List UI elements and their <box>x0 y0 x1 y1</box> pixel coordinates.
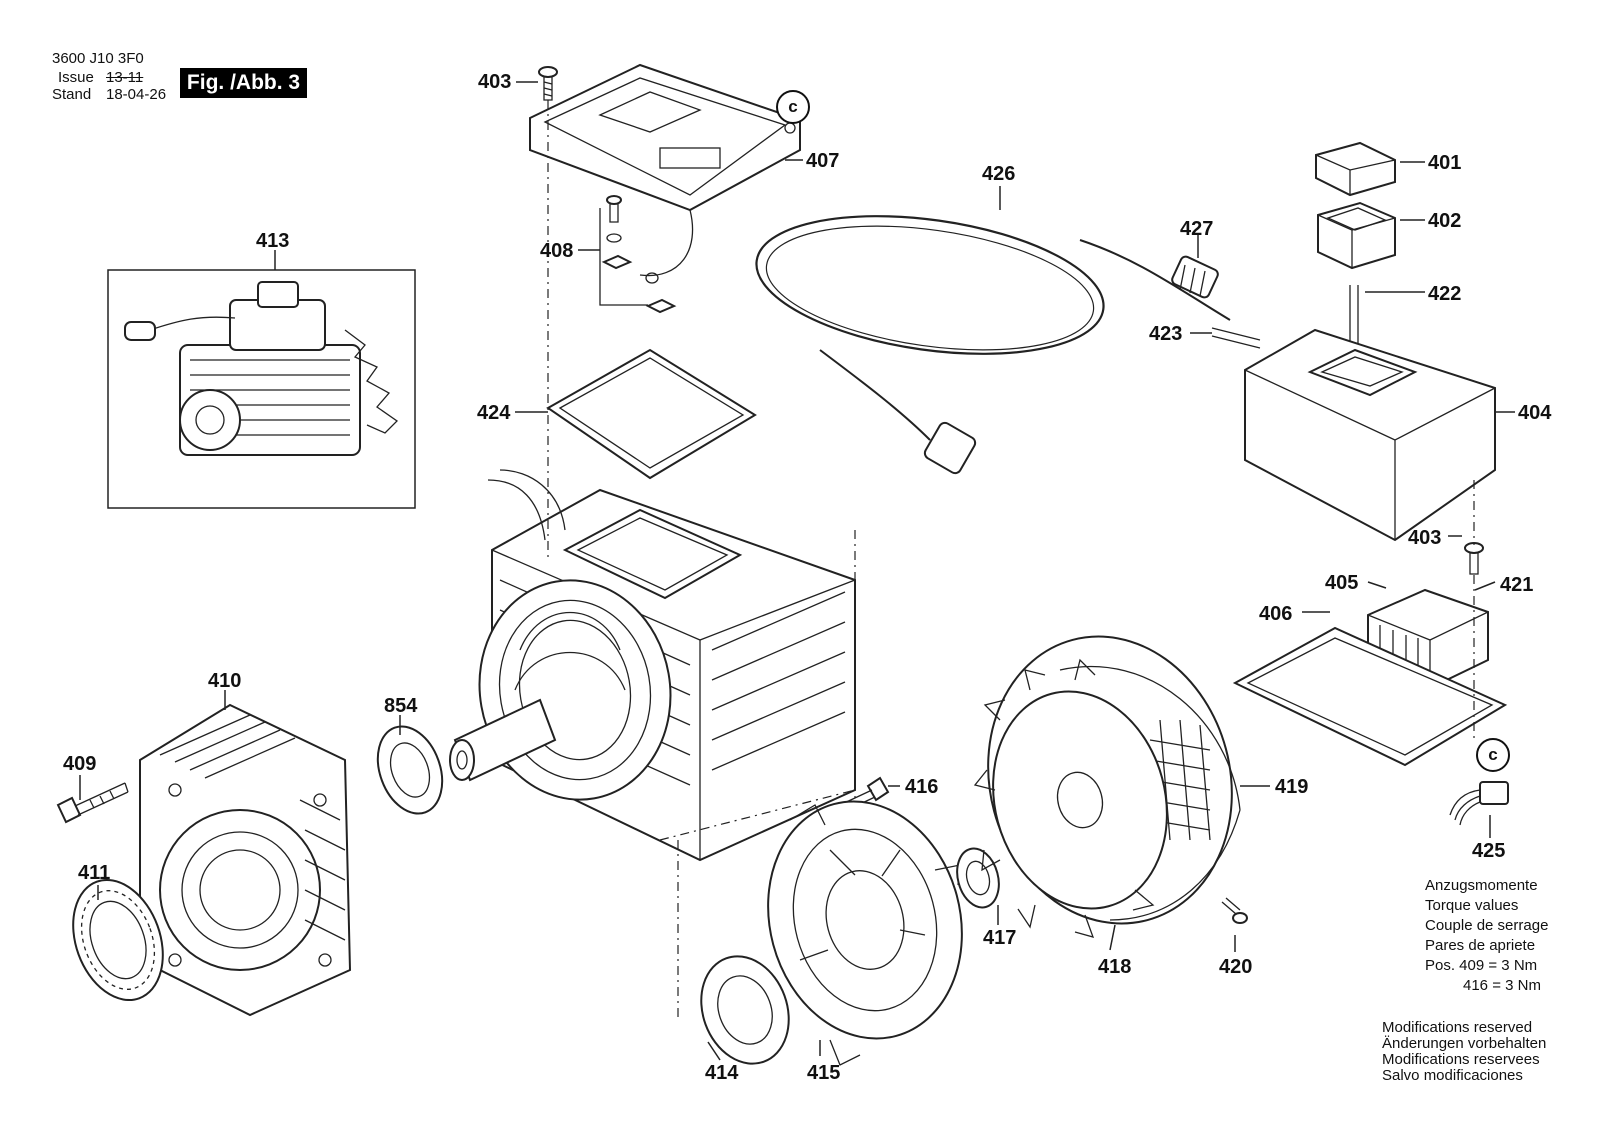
part-408-fastener-set <box>599 195 677 314</box>
callout-424: 424 <box>477 402 511 424</box>
modifications-fr: Modifications reservees <box>1382 1051 1540 1068</box>
callout-410: 410 <box>208 670 242 692</box>
stand-value: 18-04-26 <box>106 86 167 103</box>
part-417-seal <box>956 847 1000 909</box>
callout-402: 402 <box>1428 210 1462 232</box>
torque-value-409: Pos. 409 = 3 Nm <box>1425 957 1538 974</box>
part-rotor-shaft <box>449 698 557 782</box>
part-420-screw <box>1221 897 1248 924</box>
leader-lines <box>79 81 1515 1061</box>
callout-401: 401 <box>1428 152 1462 174</box>
stand-label: Stand <box>52 86 92 103</box>
issue-label: Issue <box>58 69 94 86</box>
figure-label: Fig. /Abb. 3 <box>180 68 307 98</box>
callout-854: 854 <box>384 695 418 717</box>
callout-414: 414 <box>705 1062 739 1084</box>
callout-421: 421 <box>1500 574 1534 596</box>
part-426-power-cable <box>755 215 1231 475</box>
callout-413: 413 <box>256 230 290 252</box>
callout-418: 418 <box>1098 956 1132 978</box>
part-854-seal <box>376 725 444 815</box>
callout-419: 419 <box>1275 776 1309 798</box>
callout-415: 415 <box>807 1062 841 1084</box>
part-422-switch-wires <box>1349 285 1359 350</box>
callout-420: 420 <box>1219 956 1253 978</box>
connector-marker-top: c <box>776 90 810 124</box>
issue-value: 13-11 <box>106 69 144 86</box>
part-402-switch <box>1317 201 1396 270</box>
part-401-switch-cap <box>1315 141 1396 197</box>
part-407-cover <box>529 63 801 277</box>
callout-416: 416 <box>905 776 939 798</box>
callout-403: 403 <box>478 71 512 93</box>
part-415-bearing-flange <box>767 800 963 1066</box>
callout-427: 427 <box>1180 218 1214 240</box>
callout-425: 425 <box>1472 840 1506 862</box>
part-403-screw-right <box>1464 542 1484 575</box>
part-406-gasket <box>1232 626 1508 767</box>
callout-403-right: 403 <box>1408 527 1442 549</box>
assembly-axes <box>547 100 1475 1020</box>
callout-408: 408 <box>540 240 574 262</box>
callout-411: 411 <box>78 862 111 884</box>
part-424-gasket <box>546 348 757 480</box>
callout-409: 409 <box>63 753 97 775</box>
part-411-bearing <box>72 878 164 1002</box>
part-423-terminals <box>1211 327 1261 349</box>
torque-heading-es: Pares de apriete <box>1425 937 1536 954</box>
part-418-fan-impeller <box>973 658 1168 938</box>
callout-426: 426 <box>982 163 1016 185</box>
callout-405: 405 <box>1325 572 1359 594</box>
callout-417: 417 <box>983 927 1017 949</box>
part-427-cable-gland <box>1171 255 1219 299</box>
callout-423: 423 <box>1149 323 1183 345</box>
part-413-pump-unit <box>124 281 399 456</box>
connector-marker-bottom: c <box>1476 738 1510 772</box>
callout-407: 407 <box>806 150 840 172</box>
modifications-es: Salvo modificaciones <box>1382 1067 1523 1084</box>
doc-number: 3600 J10 3F0 <box>52 50 144 67</box>
part-425-connector <box>1449 781 1509 826</box>
callout-404: 404 <box>1518 402 1552 424</box>
part-404-switch-housing <box>1244 328 1496 542</box>
part-414-bearing <box>700 955 790 1065</box>
part-403-screw <box>538 66 558 101</box>
modifications-en: Modifications reserved <box>1382 1019 1533 1036</box>
torque-value-416: 416 = 3 Nm <box>1463 977 1541 994</box>
part-409-bolt <box>56 782 129 824</box>
part-410-end-bell <box>139 703 352 1017</box>
callout-422: 422 <box>1428 283 1462 305</box>
torque-heading-en: Torque values <box>1425 897 1519 914</box>
callout-406: 406 <box>1259 603 1293 625</box>
modifications-de: Änderungen vorbehalten <box>1382 1035 1547 1052</box>
part-motor-housing <box>478 469 856 862</box>
torque-heading-fr: Couple de serrage <box>1425 917 1549 934</box>
torque-heading-de: Anzugsmomente <box>1425 877 1538 894</box>
